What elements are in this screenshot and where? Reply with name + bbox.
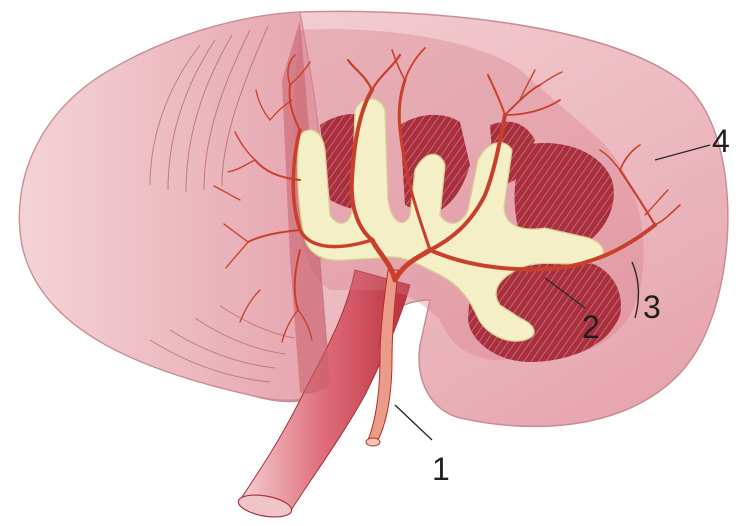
label-1: 1	[432, 451, 450, 487]
renal-artery-opening	[366, 438, 380, 446]
label-3: 3	[643, 289, 661, 325]
label-2: 2	[582, 309, 600, 345]
label-4: 4	[712, 123, 730, 159]
leader-line-ureter	[395, 405, 432, 440]
left-cortex-face	[19, 12, 330, 400]
